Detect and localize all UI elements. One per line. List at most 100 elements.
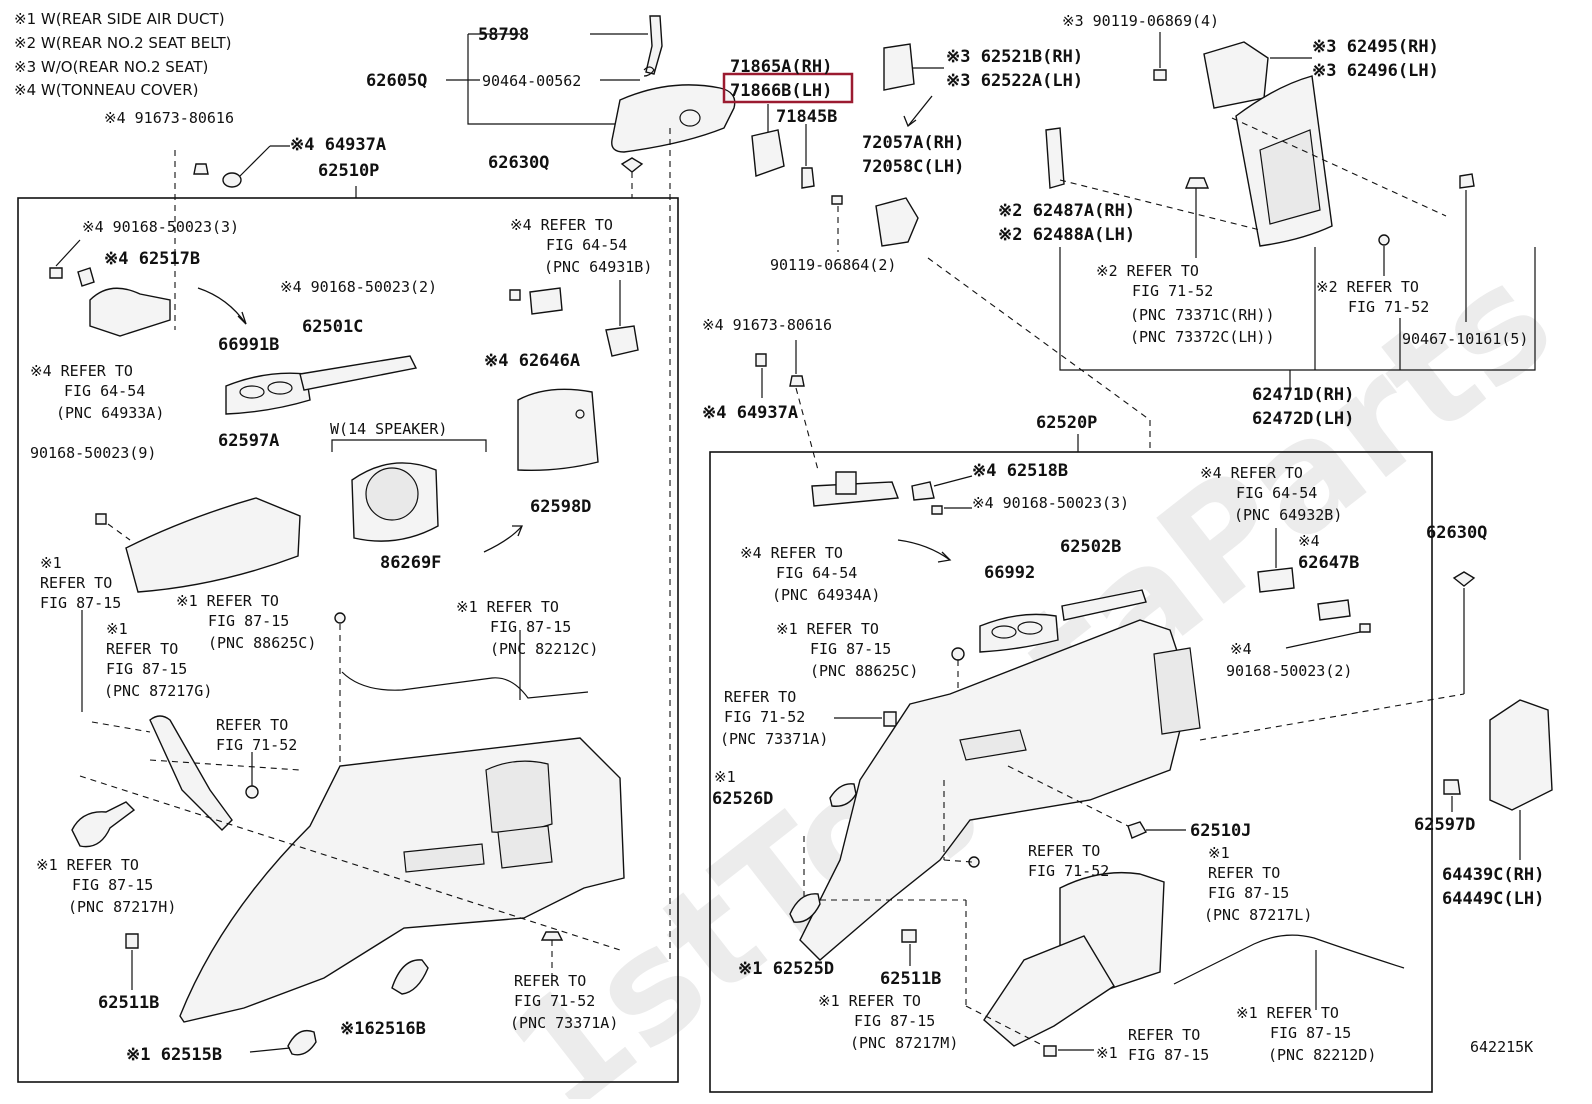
label-86269f: 86269F	[380, 553, 441, 573]
label-ref6454-a2: FIG 64-54	[64, 382, 145, 400]
label-62502b: 62502B	[1060, 537, 1121, 557]
label-91673-right: ※4 91673-80616	[702, 316, 832, 334]
label-speaker: W(14 SPEAKER)	[330, 420, 447, 438]
label-ref8715-e1: ※1 REFER TO	[36, 856, 139, 874]
label-ref6454-c3: (PNC 64934A)	[772, 586, 880, 604]
label-62511b-right: 62511B	[880, 969, 941, 989]
diagram-id: 642215K	[1470, 1038, 1533, 1056]
duct-87217h	[71, 801, 136, 848]
label-ref7152-a2: FIG 71-52	[216, 736, 297, 754]
label-ref7152-d1: ※2 REFER TO	[1316, 278, 1419, 296]
label-ref8715-b2: FIG 87-15	[208, 612, 289, 630]
screw-ref-8715-bottom	[1043, 1045, 1057, 1057]
label-ref8715-g2: REFER TO	[1208, 864, 1280, 882]
label-ref7152-f1: REFER TO	[1028, 842, 1100, 860]
note-4: ※4 W(TONNEAU COVER)	[14, 81, 199, 99]
clip-73371a	[540, 931, 564, 941]
label-ref8715-a1: ※1	[40, 554, 62, 572]
label-62647b-2: 62647B	[1298, 553, 1359, 573]
clip-62510j	[1127, 821, 1148, 839]
label-ref8715-d3: FIG 87-15	[106, 660, 187, 678]
label-ref8715-e3: (PNC 87217H)	[68, 898, 176, 916]
note-1: ※1 W(REAR SIDE AIR DUCT)	[14, 10, 225, 28]
duct-87217g	[149, 715, 233, 831]
label-62511b-left: 62511B	[98, 993, 159, 1013]
grille-62525d	[789, 893, 821, 923]
label-ref7152-c1: ※2 REFER TO	[1096, 262, 1199, 280]
label-90168-left-2: ※4 90168-50023(2)	[280, 278, 437, 296]
label-62510j: 62510J	[1190, 821, 1251, 841]
label-ref6454-d3: (PNC 64932B)	[1234, 506, 1342, 524]
latch-72057a	[875, 197, 919, 247]
label-ref8715-g1: ※1	[1208, 844, 1230, 862]
cover-62487a	[1045, 127, 1065, 189]
label-ref8715-d2: REFER TO	[106, 640, 178, 658]
bracket-62521b	[883, 43, 915, 91]
bezel-71865a	[751, 129, 785, 177]
label-ref6454-a1: ※4 REFER TO	[30, 362, 133, 380]
label-62526d-2: 62526D	[712, 789, 773, 809]
label-ref8715-f3: (PNC 88625C)	[810, 662, 918, 680]
cap-64937a-right	[755, 353, 767, 367]
label-ref7152-d2: FIG 71-52	[1348, 298, 1429, 316]
speaker-grille	[365, 467, 419, 521]
quarter-trim-62520p	[799, 619, 1191, 961]
bracket-62495	[1203, 41, 1269, 109]
label-ref8715-c2: FIG 87-15	[490, 618, 571, 636]
fuel-lid-62605q	[611, 84, 736, 153]
trim-vent-left	[403, 843, 485, 873]
label-62525d: ※1 62525D	[738, 959, 834, 979]
label-62630q-top: 62630Q	[488, 153, 549, 173]
clip-62597d	[1443, 779, 1461, 795]
label-72058c: 72058C(LH)	[862, 157, 964, 177]
label-62647b-1: ※4	[1298, 532, 1320, 550]
label-71845b: 71845B	[776, 107, 837, 127]
label-62605q: 62605Q	[366, 71, 427, 91]
label-64937a-right: ※4 64937A	[702, 403, 798, 423]
label-90119-4: ※3 90119-06869(4)	[1062, 12, 1219, 30]
duct-62597a	[125, 497, 301, 593]
screw-90168-left-2	[509, 289, 521, 301]
label-ref8715-g3: FIG 87-15	[1208, 884, 1289, 902]
clip-ref-7152-top	[1378, 234, 1390, 246]
label-62598d: 62598D	[530, 497, 591, 517]
label-ref7152-e2: FIG 71-52	[724, 708, 805, 726]
label-ref6454-b2: FIG 64-54	[546, 236, 627, 254]
label-ref8715-c3: (PNC 82212C)	[490, 640, 598, 658]
trim-62502b	[1061, 589, 1147, 621]
cupholder-66991b	[225, 372, 311, 415]
label-ref8715-i2: REFER TO	[1128, 1026, 1200, 1044]
label-62521b: ※3 62521B(RH)	[946, 47, 1083, 67]
label-ref6454-d1: ※4 REFER TO	[1200, 464, 1303, 482]
screw-91673-top	[193, 163, 209, 175]
label-64449c: 64449C(LH)	[1442, 889, 1544, 909]
label-71866b: 71866B(LH)	[730, 81, 832, 101]
bracket-62517b-small	[77, 267, 95, 287]
label-90119-2: 90119-06864(2)	[770, 256, 896, 274]
duct-87217m	[983, 935, 1115, 1047]
clip-62630q-top	[620, 157, 644, 173]
grille-62526d	[829, 783, 857, 807]
label-ref8715-d1: ※1	[106, 620, 128, 638]
bracket-62647b	[1317, 599, 1351, 621]
left-assembly-frame	[17, 197, 679, 1083]
grille-62516b	[391, 959, 429, 995]
label-62488a: ※2 62488A(LH)	[998, 225, 1135, 245]
bracket-62646a	[529, 287, 563, 315]
screw-90168-right-3	[931, 505, 943, 515]
label-62630q-right: 62630Q	[1426, 523, 1487, 543]
label-90168-right-3: ※4 90168-50023(3)	[972, 494, 1129, 512]
hook-64931b	[605, 325, 639, 357]
bracket-62517b	[89, 287, 171, 337]
label-ref8715-j3: (PNC 82212D)	[1268, 1046, 1376, 1064]
label-64937a-top: ※4 64937A	[290, 135, 386, 155]
label-58798: 58798	[478, 25, 529, 45]
label-ref8715-f2: FIG 87-15	[810, 640, 891, 658]
label-ref7152-c2: FIG 71-52	[1132, 282, 1213, 300]
clip-ref-7152-left	[245, 785, 259, 799]
label-ref8715-g4: (PNC 87217L)	[1204, 906, 1312, 924]
clip-62630q-right	[1452, 571, 1476, 587]
label-62501c: 62501C	[302, 317, 363, 337]
label-62471d: 62471D(RH)	[1252, 385, 1354, 405]
